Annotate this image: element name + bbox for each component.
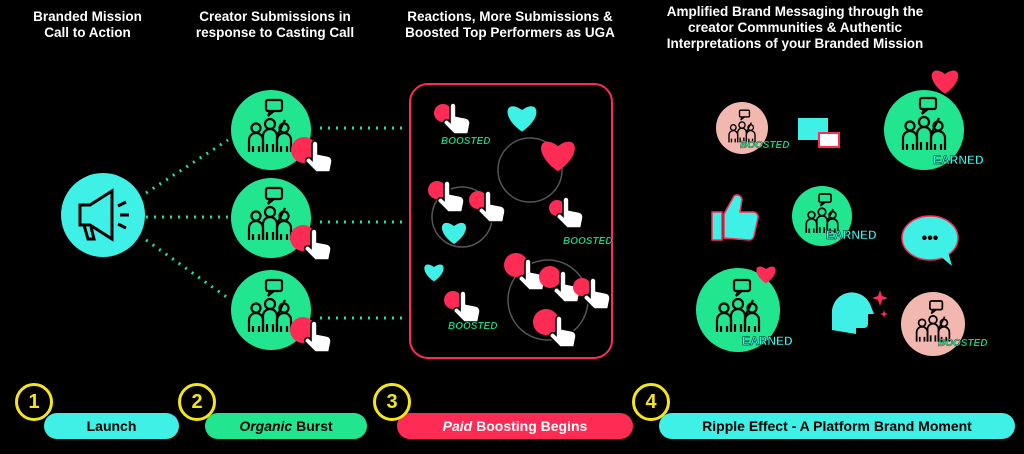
megaphone-icon [61, 173, 145, 257]
connector-lines [145, 126, 408, 320]
head-icon [832, 292, 874, 334]
header-submissions: Creator Submissions in response to Casti… [195, 9, 355, 40]
stage-number: 2 [178, 383, 216, 421]
group-icon [696, 90, 965, 356]
boosted-badge: BOOSTED [448, 321, 497, 332]
boosted-badge: BOOSTED [740, 140, 789, 151]
header-amplified: Amplified Brand Messaging through the cr… [666, 4, 924, 51]
stage-ripple-label: Ripple Effect - A Platform Brand Moment [659, 413, 1015, 439]
earned-badge: EARNED [742, 334, 793, 348]
group-icon [231, 270, 332, 353]
header-reactions: Reactions, More Submissions & Boosted To… [405, 9, 615, 40]
group-icon [231, 90, 333, 173]
group-icon [231, 178, 332, 261]
stage-number: 1 [15, 383, 53, 421]
boosted-badge: BOOSTED [441, 136, 490, 147]
boosted-badge: BOOSTED [563, 236, 612, 247]
stage-launch-label: Launch [44, 413, 179, 439]
header-launch: Branded Mission Call to Action [33, 9, 142, 40]
svg-text:•••: ••• [922, 230, 939, 247]
stage-number: 4 [632, 383, 670, 421]
pointer-hand-icon [428, 102, 611, 348]
boost-frame [409, 83, 613, 359]
earned-badge: EARNED [826, 228, 877, 242]
speech-bubble-icon: ••• [901, 215, 959, 266]
stage-organic-label: Organic Burst [205, 413, 367, 439]
sparkle-icon [872, 290, 888, 318]
stage-number: 3 [373, 383, 411, 421]
thumbs-up-icon [711, 194, 759, 241]
earned-badge: EARNED [933, 153, 984, 167]
chat-bubble-icon [798, 118, 840, 148]
stage-paid-label: Paid Boosting Begins [397, 413, 633, 439]
boosted-badge: BOOSTED [938, 338, 987, 349]
